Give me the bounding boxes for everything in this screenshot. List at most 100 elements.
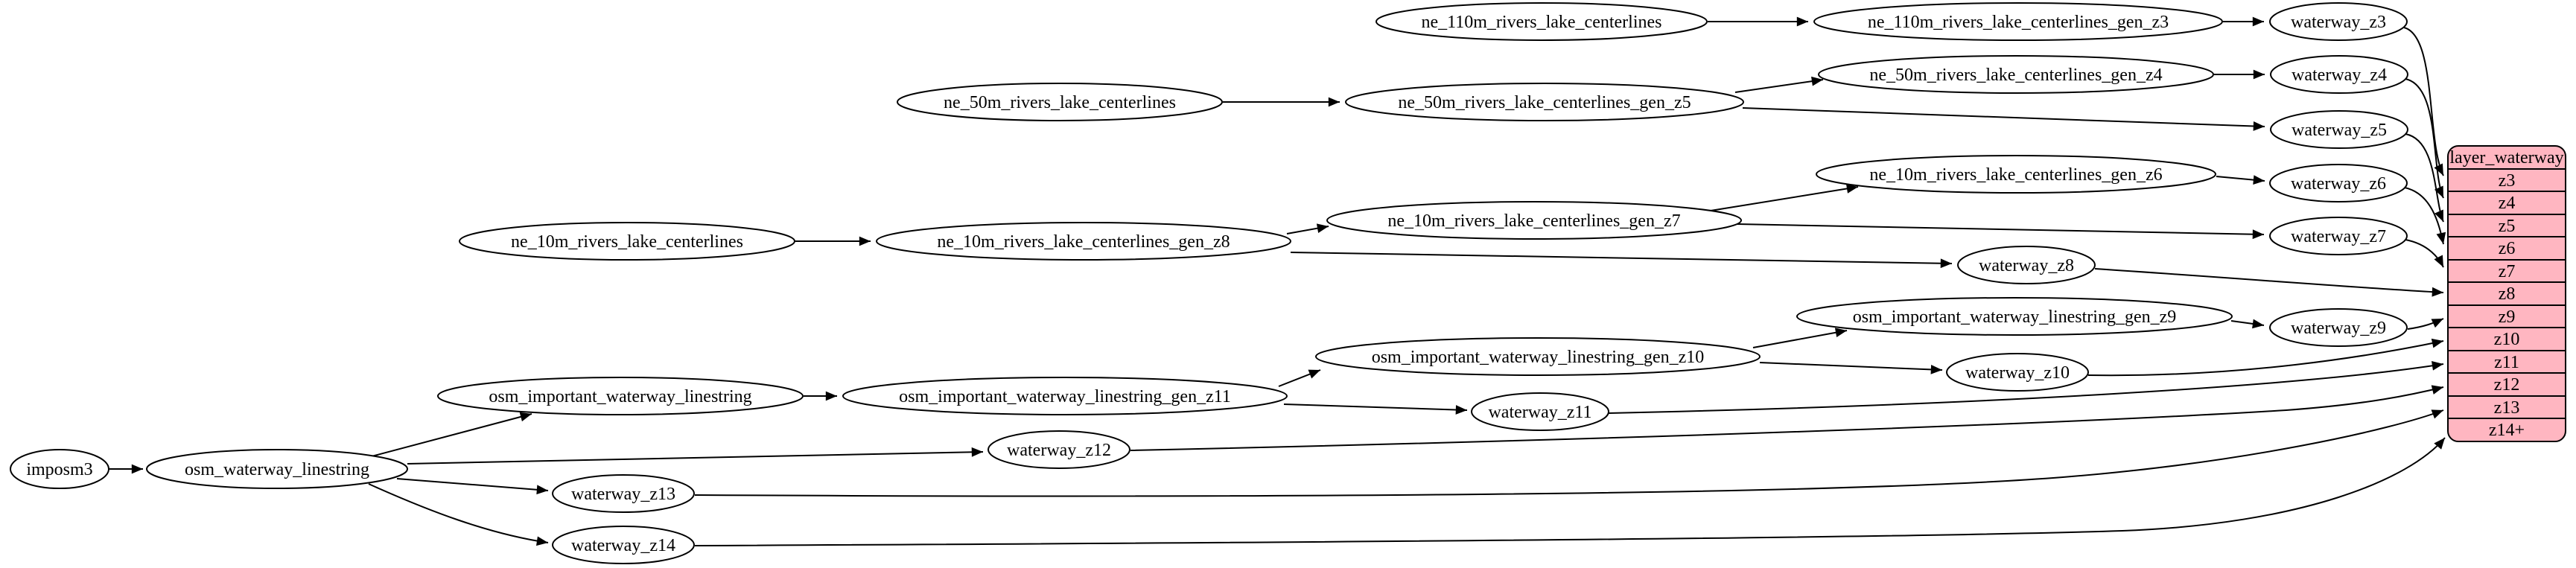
node-label: osm_important_waterway_linestring_gen_z9 [1853, 307, 2177, 327]
record-box [2447, 145, 2566, 442]
edge-osm_waterway_linestring-to-waterway_z13 [396, 478, 549, 495]
node-shape [10, 449, 109, 489]
record-title: layer_waterway [2449, 148, 2563, 167]
node-label: waterway_z3 [2291, 13, 2386, 32]
node-ne_50m_rivers_lake_centerlines: ne_50m_rivers_lake_centerlines [897, 83, 1223, 121]
node-osm_important_waterway_linestring: osm_important_waterway_linestring [437, 377, 804, 415]
edge-gen_z6-to-waterway_z6 [2216, 175, 2265, 185]
node-label: osm_important_waterway_linestring [489, 387, 751, 406]
edge-osm_waterway_linestring-to-waterway_z14 [368, 483, 549, 546]
edge-waterway_z8-to-record_z8 [2094, 268, 2444, 297]
node-shape [146, 449, 408, 489]
node-shape [459, 222, 795, 261]
edge-gen_z5-to-gen_z4 [1734, 76, 1824, 93]
nodes-group: imposm3 osm_waterway_linestring osm_impo… [10, 2, 2408, 564]
edges-group [109, 16, 2446, 546]
edge-gen_z8-to-gen_z7 [1286, 223, 1329, 234]
node-label: waterway_z4 [2292, 66, 2387, 85]
node-shape [876, 222, 1291, 261]
node-waterway_z9: waterway_z9 [2269, 308, 2408, 347]
node-shape [2269, 217, 2408, 255]
node-shape [1315, 337, 1761, 376]
node-shape [1816, 155, 2216, 194]
edge-waterway_z10-to-record_z10 [2087, 338, 2444, 377]
node-shape [988, 430, 1130, 469]
node-waterway_z7: waterway_z7 [2269, 217, 2408, 255]
node-label: ne_110m_rivers_lake_centerlines_gen_z3 [1868, 13, 2169, 32]
edge-waterway_z7-to-record_z7 [2405, 239, 2444, 268]
record-row-label: z4 [2499, 194, 2516, 213]
node-label: imposm3 [26, 460, 92, 479]
node-shape [1946, 353, 2089, 392]
node-label: waterway_z11 [1488, 403, 1591, 422]
node-waterway_z3: waterway_z3 [2269, 2, 2408, 41]
edge-gen_z10-to-waterway_z10 [1759, 362, 1943, 374]
edge-osm_waterway_linestring-to-osm_important_waterway_linestring [371, 412, 532, 457]
record-row-label: z7 [2499, 262, 2516, 281]
node-label: waterway_z12 [1007, 441, 1111, 460]
node-shape [1813, 2, 2223, 41]
node-ne_110m_rivers_lake_centerlines: ne_110m_rivers_lake_centerlines [1376, 2, 1708, 41]
record-row-label: z14+ [2489, 421, 2525, 440]
node-label: waterway_z14 [571, 536, 675, 555]
record-layer-waterway: layer_waterway z3 z4 z5 z6 z7 z8 z9 z10 … [2447, 145, 2566, 442]
node-label: waterway_z6 [2291, 174, 2386, 194]
node-shape [2270, 110, 2408, 149]
node-waterway_z12: waterway_z12 [988, 430, 1130, 469]
node-waterway_z11: waterway_z11 [1471, 392, 1609, 431]
node-osm_waterway_linestring: osm_waterway_linestring [146, 449, 408, 489]
node-label: waterway_z5 [2292, 121, 2387, 140]
node-ne_50m_rivers_lake_centerlines_gen_z5: ne_50m_rivers_lake_centerlines_gen_z5 [1345, 83, 1744, 121]
edge-gen_z11-to-gen_z10 [1278, 369, 1321, 387]
node-waterway_z10: waterway_z10 [1946, 353, 2089, 392]
edge-gen_z9-to-waterway_z9 [2230, 319, 2265, 329]
node-shape [1326, 201, 1742, 240]
node-ne_10m_rivers_lake_centerlines_gen_z8: ne_10m_rivers_lake_centerlines_gen_z8 [876, 222, 1291, 261]
node-label: osm_important_waterway_linestring_gen_z1… [899, 387, 1231, 406]
node-ne_10m_rivers_lake_centerlines: ne_10m_rivers_lake_centerlines [459, 222, 795, 261]
node-osm_important_waterway_linestring_gen_z11: osm_important_waterway_linestring_gen_z1… [842, 377, 1288, 415]
node-shape [2269, 308, 2408, 347]
node-label: osm_important_waterway_linestring_gen_z1… [1372, 348, 1705, 367]
node-label: osm_waterway_linestring [185, 460, 369, 479]
edge-waterway_z5-to-record_z5 [2405, 133, 2444, 223]
node-shape [2269, 164, 2408, 202]
node-ne_10m_rivers_lake_centerlines_gen_z6: ne_10m_rivers_lake_centerlines_gen_z6 [1816, 155, 2216, 194]
edge-waterway_z6-to-record_z6 [2404, 187, 2446, 245]
node-shape [1796, 297, 2233, 336]
node-label: ne_110m_rivers_lake_centerlines [1422, 13, 1662, 32]
node-shape [552, 474, 695, 513]
node-shape [1471, 392, 1609, 431]
node-waterway_z6: waterway_z6 [2269, 164, 2408, 202]
node-waterway_z14: waterway_z14 [552, 526, 695, 564]
node-waterway_z13: waterway_z13 [552, 474, 695, 513]
edge-waterway_z9-to-record_z9 [2407, 318, 2444, 330]
record-row-label: z6 [2499, 239, 2516, 258]
edge-gen_z11-to-waterway_z11 [1283, 403, 1468, 415]
node-label: waterway_z13 [571, 485, 675, 504]
edge-waterway_z11-to-record_z11 [1608, 361, 2444, 414]
edge-waterway_z12-to-record_z12 [1130, 385, 2444, 451]
node-waterway_z8: waterway_z8 [1957, 246, 2096, 284]
node-waterway_z5: waterway_z5 [2270, 110, 2408, 149]
node-shape [552, 526, 695, 564]
node-label: ne_10m_rivers_lake_centerlines_gen_z8 [937, 232, 1230, 252]
record-row-label: z10 [2494, 330, 2520, 349]
edge-waterway_z4-to-record_z4 [2405, 78, 2444, 199]
edge-gen_z10-to-gen_z9 [1752, 328, 1848, 348]
edge-gen_z8-to-waterway_z8 [1290, 252, 1953, 269]
record-row-label: z3 [2499, 171, 2516, 191]
edge-gen_z7-to-waterway_z7 [1737, 223, 2265, 240]
node-label: ne_10m_rivers_lake_centerlines_gen_z6 [1869, 165, 2162, 185]
node-label: ne_10m_rivers_lake_centerlines [511, 232, 743, 252]
edge-osm_waterway_linestring-to-waterway_z12 [407, 447, 984, 465]
node-label: waterway_z7 [2291, 227, 2386, 246]
edge-gen_z5-to-waterway_z5 [1742, 107, 2265, 131]
node-label: waterway_z9 [2291, 319, 2386, 338]
node-label: ne_10m_rivers_lake_centerlines_gen_z7 [1387, 211, 1680, 231]
node-label: ne_50m_rivers_lake_centerlines_gen_z5 [1398, 93, 1691, 112]
node-shape [1818, 55, 2214, 94]
record-row-label: z12 [2494, 375, 2520, 395]
node-shape [437, 377, 804, 415]
